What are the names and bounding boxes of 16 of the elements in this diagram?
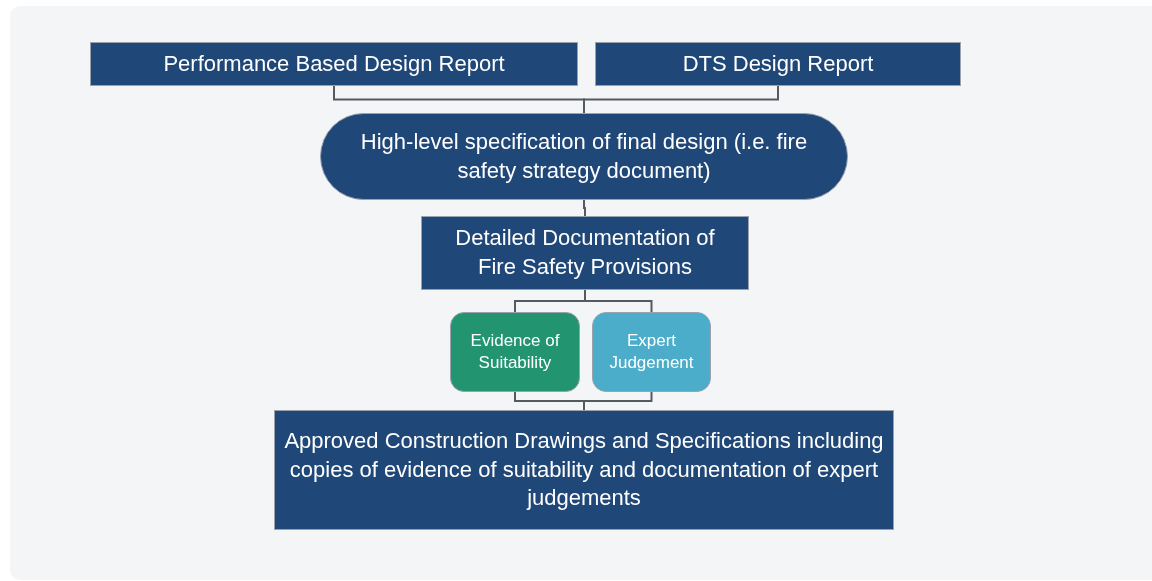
node-label: High-level specification of final design (i.e. fire safety strategy document) bbox=[359, 127, 809, 185]
node-label: Detailed Documentation of Fire Safety Provisions bbox=[454, 224, 716, 281]
node-label: Evidence of Suitability bbox=[469, 329, 561, 374]
node-label: Approved Construction Drawings and Specifications including copies of evidence of suitability and documentation of expert judgements bbox=[283, 427, 885, 513]
rounded-box bbox=[592, 312, 711, 392]
connector-line bbox=[583, 391, 653, 411]
connector-line bbox=[583, 85, 779, 114]
node-label: Expert Judgement bbox=[608, 329, 695, 374]
node-label: Performance Based Design Report bbox=[163, 49, 505, 78]
rounded-box bbox=[450, 312, 580, 392]
process-box bbox=[595, 42, 961, 86]
process-box bbox=[90, 42, 578, 86]
node-label: DTS Design Report bbox=[682, 49, 874, 78]
process-box bbox=[421, 216, 749, 290]
process-box bbox=[274, 410, 894, 530]
connector-line bbox=[583, 199, 586, 217]
